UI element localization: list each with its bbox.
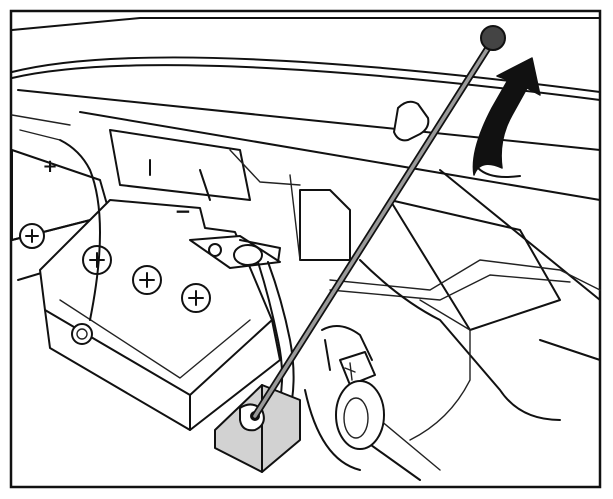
- battery-cap-icon: [19, 223, 45, 249]
- horn-part: [304, 380, 385, 471]
- auxiliary-positive-symbol: +: [42, 156, 57, 177]
- negative-terminal: [189, 235, 281, 269]
- strap-handle-icon: [480, 25, 506, 51]
- ground-cable: [257, 261, 284, 401]
- battery-cap-icon: [181, 283, 211, 313]
- harness-connector: [321, 325, 376, 386]
- hood-panel: [11, 17, 601, 301]
- removal-strap: [251, 36, 497, 420]
- engine-bay-structure: [109, 129, 601, 481]
- vent-hose-end: [71, 323, 93, 345]
- auxiliary-battery: +: [11, 149, 119, 281]
- battery-negative-symbol: −: [175, 199, 192, 223]
- vent-hose: [59, 139, 101, 321]
- battery-cap-icon: [132, 265, 162, 295]
- lift-direction-arrow-icon: [472, 57, 541, 178]
- hood-latch-slot: [393, 100, 430, 142]
